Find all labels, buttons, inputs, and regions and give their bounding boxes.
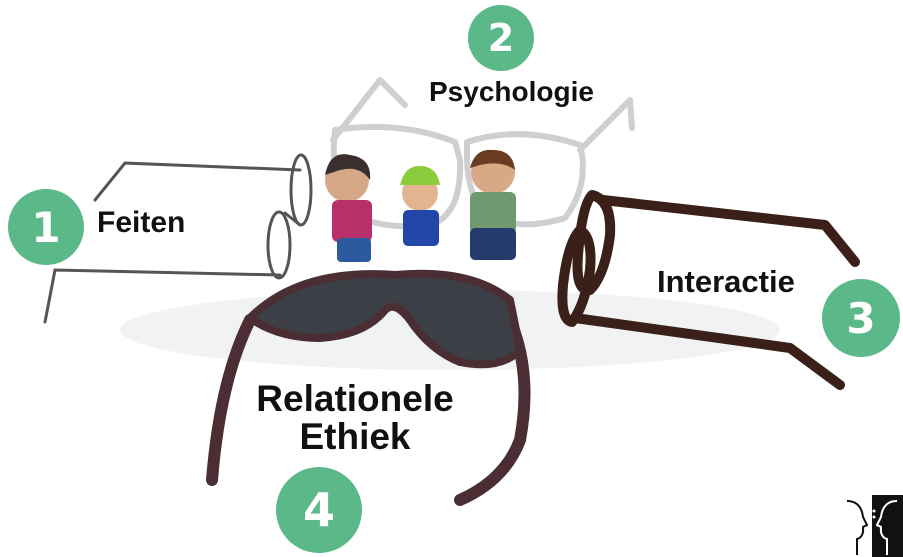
- number-badge-2: 2: [468, 5, 534, 71]
- label-interactie: Interactie: [657, 264, 795, 299]
- number-badge-3: 3: [822, 279, 900, 357]
- toy-figure-middle: [400, 165, 440, 246]
- label-ethiek: Ethiek: [299, 416, 411, 457]
- label-relationele-ethiek: Relationele Ethiek: [250, 380, 460, 456]
- toy-figure-left: [325, 154, 372, 262]
- toy-figure-right: [470, 149, 516, 260]
- label-psychologie: Psychologie: [429, 76, 594, 107]
- label-feiten: Feiten: [97, 206, 186, 239]
- two-faces-profile-logo-icon: [846, 495, 903, 557]
- sport-sunglasses: [206, 269, 531, 506]
- wire-glasses: [43, 153, 313, 324]
- label-relationele: Relationele: [256, 378, 454, 419]
- number-badge-1: 1: [8, 189, 84, 265]
- tortoise-glasses: [557, 190, 860, 390]
- number-badge-4: 4: [276, 467, 362, 553]
